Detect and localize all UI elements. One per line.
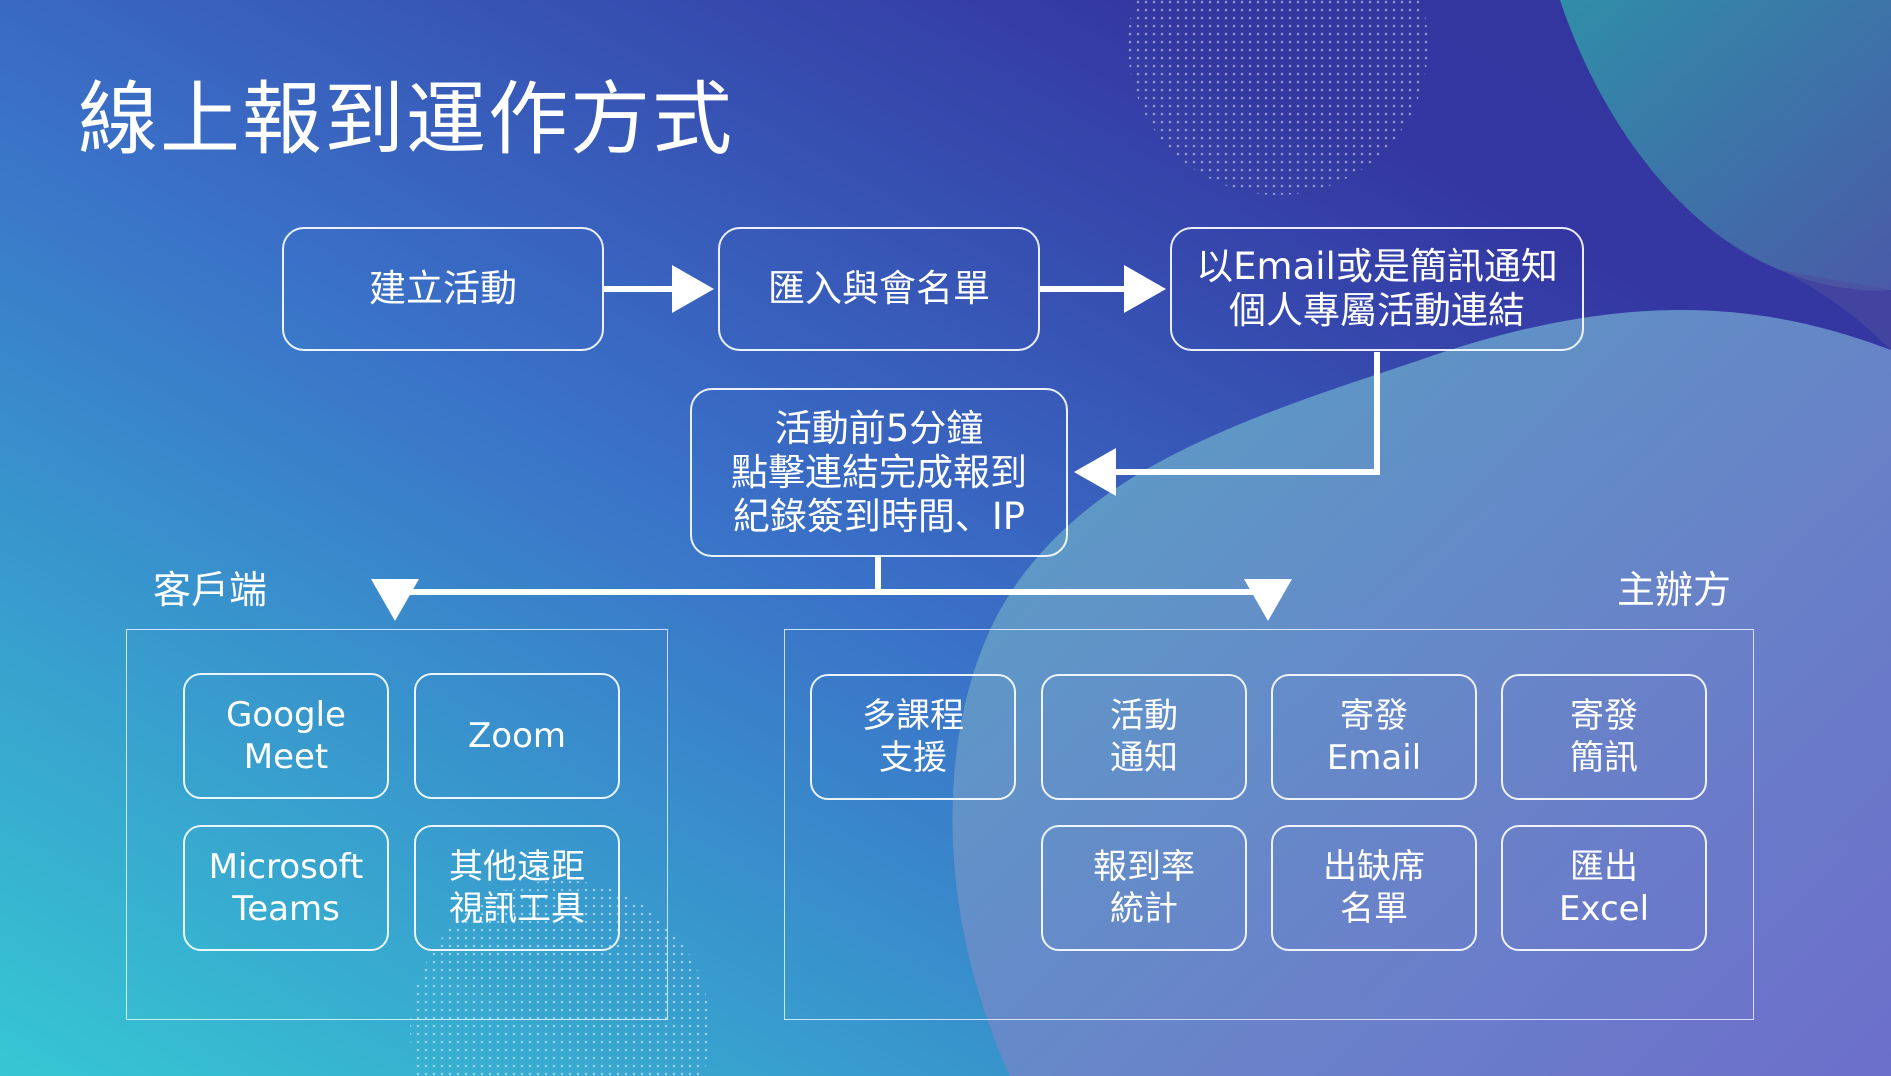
host-panel <box>784 629 1754 1020</box>
flow-step-checkin: 活動前5分鐘 點擊連結完成報到 紀錄簽到時間、IP <box>690 388 1068 557</box>
feature-multi-course: 多課程 支援 <box>810 674 1016 800</box>
flow-step-notify-link: 以Email或是簡訊通知 個人專屬活動連結 <box>1170 227 1584 351</box>
feature-send-email: 寄發 Email <box>1271 674 1477 800</box>
feature-send-sms: 寄發 簡訊 <box>1501 674 1707 800</box>
flow-step-import-attendees: 匯入與會名單 <box>718 227 1040 351</box>
tool-google-meet: Google Meet <box>183 673 389 799</box>
feature-checkin-rate: 報到率 統計 <box>1041 825 1247 951</box>
feature-attendance-list: 出缺席 名單 <box>1271 825 1477 951</box>
page-title: 線上報到運作方式 <box>78 73 734 166</box>
feature-export-excel: 匯出 Excel <box>1501 825 1707 951</box>
feature-event-notice: 活動 通知 <box>1041 674 1247 800</box>
client-panel <box>126 629 668 1020</box>
tool-other-video: 其他遠距 視訊工具 <box>414 825 620 951</box>
tool-microsoft-teams: Microsoft Teams <box>183 825 389 951</box>
client-side-label: 客戶端 <box>153 568 268 612</box>
host-side-label: 主辦方 <box>1617 568 1732 612</box>
tool-zoom: Zoom <box>414 673 620 799</box>
flow-step-create-event: 建立活動 <box>282 227 604 351</box>
